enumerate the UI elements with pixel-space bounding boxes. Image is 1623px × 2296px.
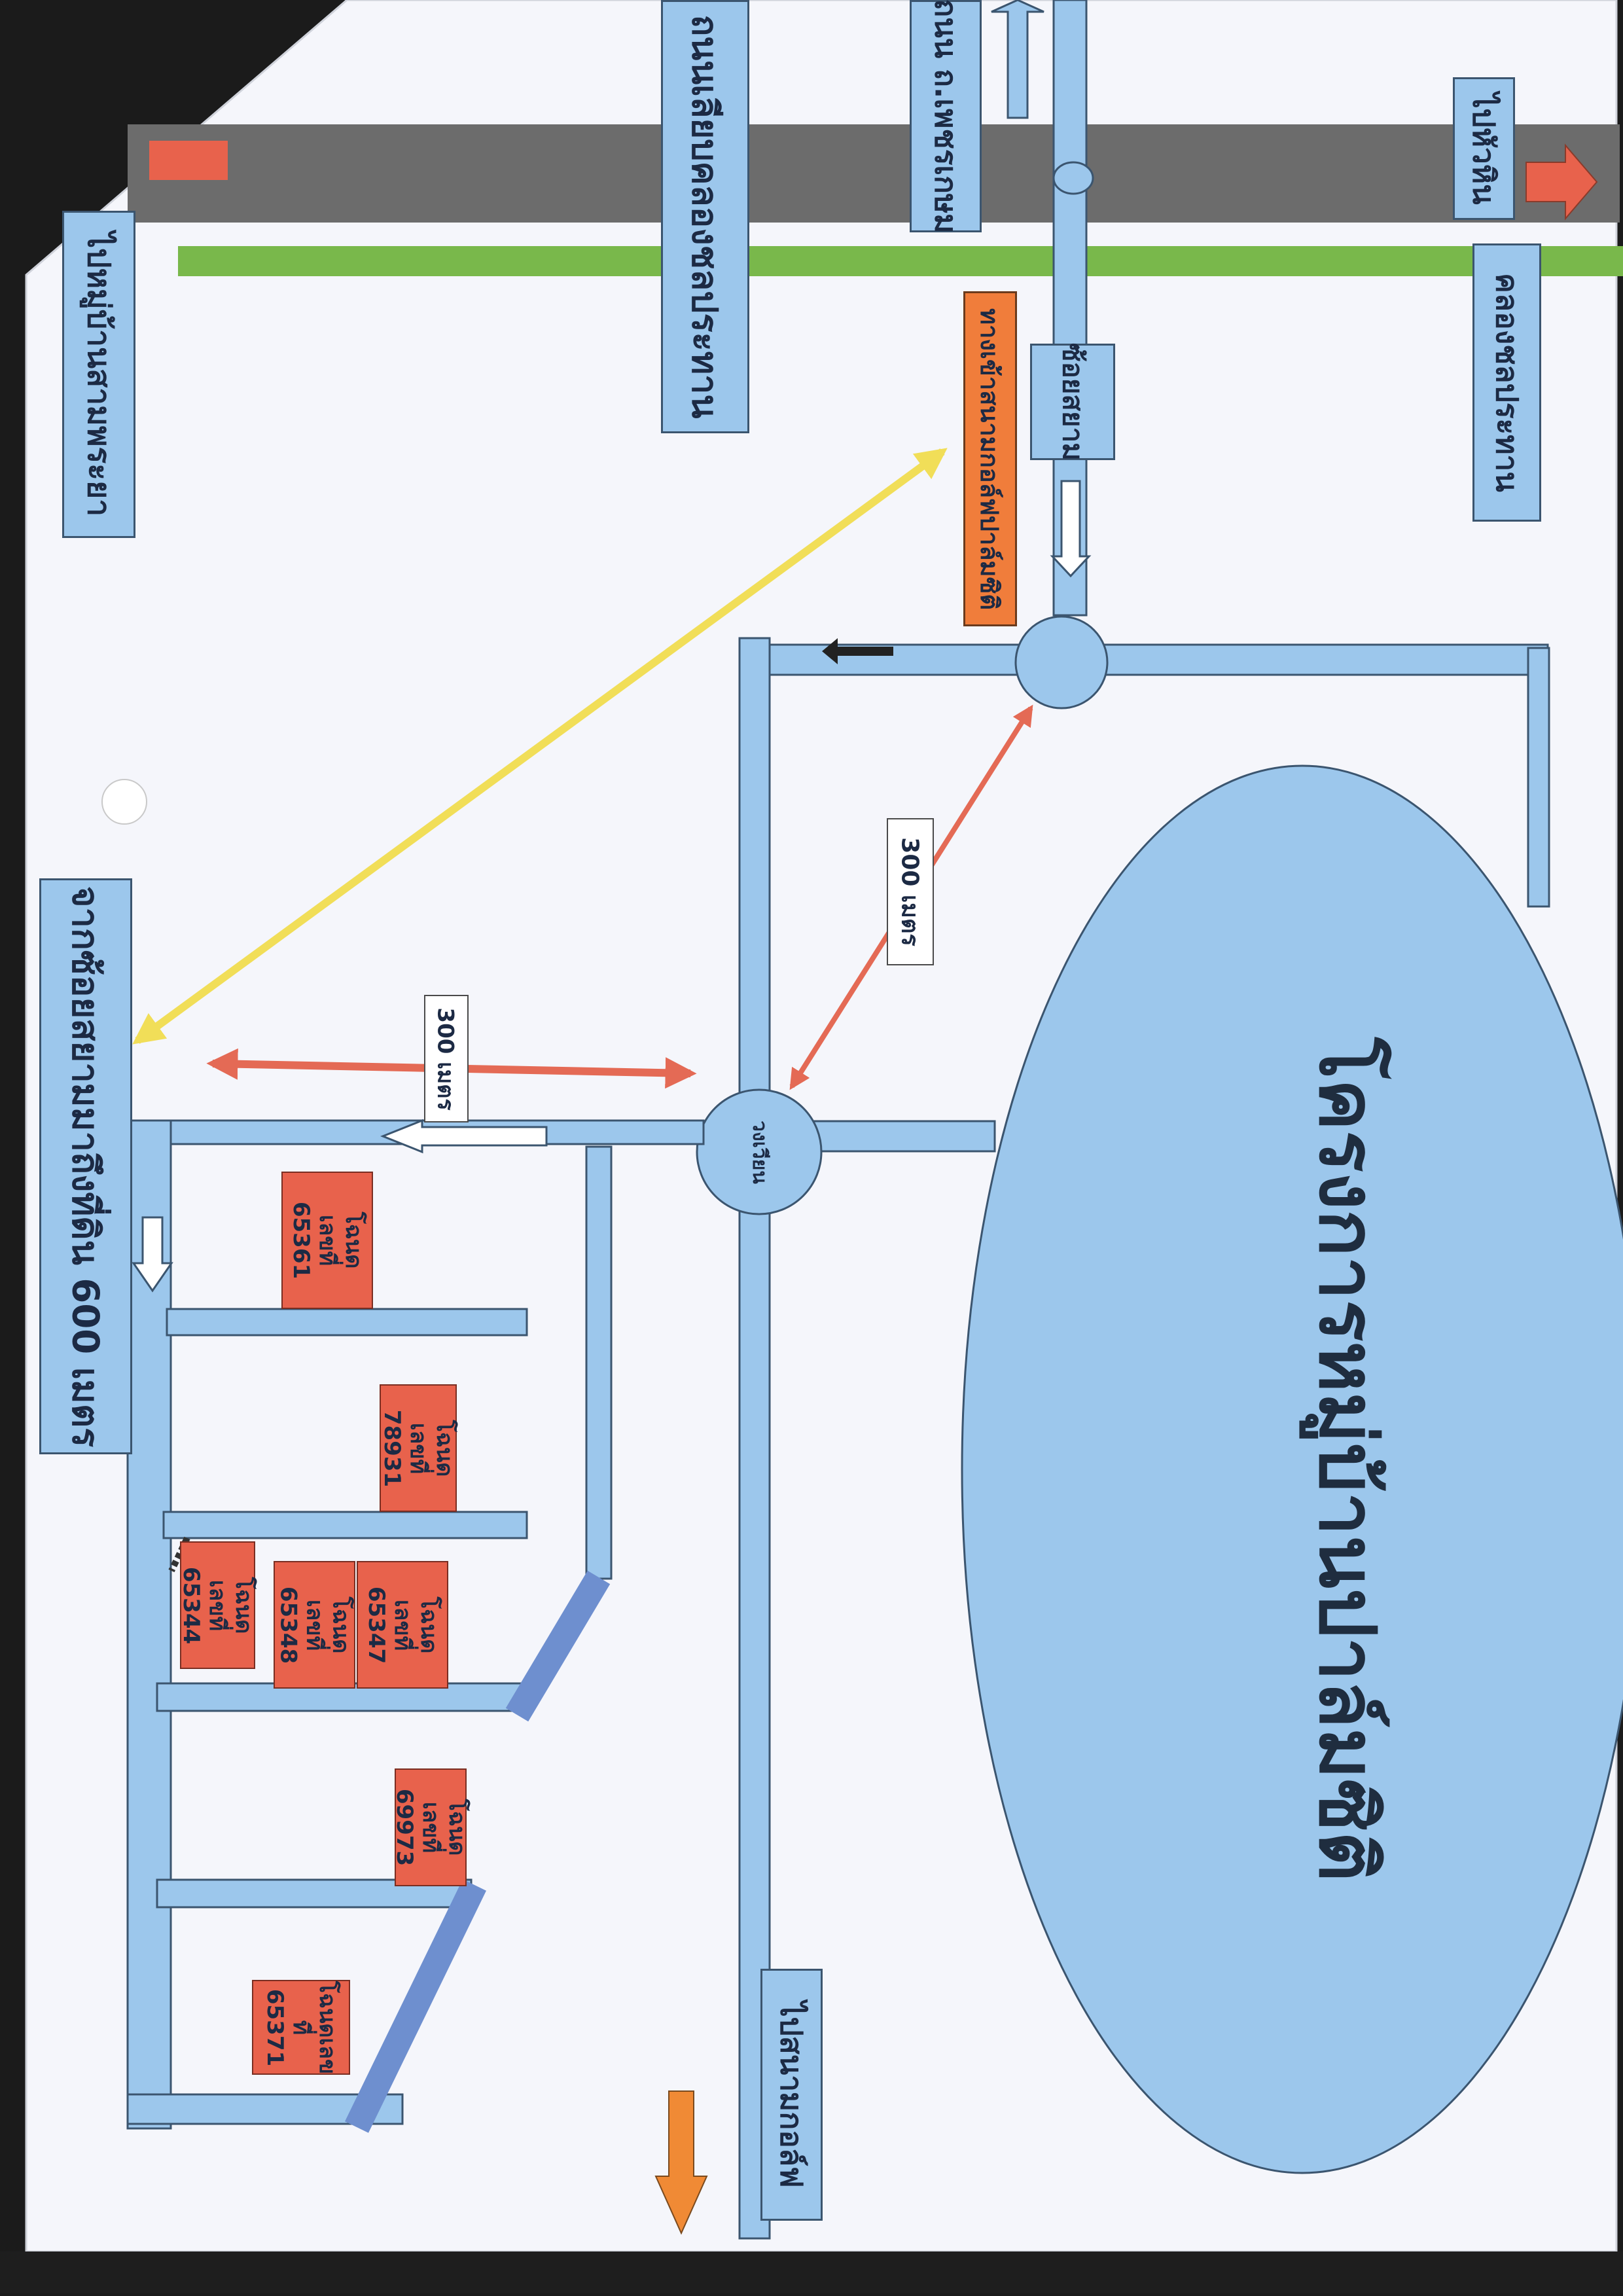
plot-78931-text: โฉนดเลขที่ 78931 xyxy=(379,1409,458,1487)
roundabout-label-text: วงเวียน xyxy=(747,1120,771,1184)
arrow-south-soi-icon xyxy=(1050,480,1092,578)
project-area xyxy=(961,764,1623,2174)
plot-65361-text: โฉนดเลขที่ 65361 xyxy=(288,1201,366,1280)
plot-65344-text: โฉนดเลขที่ 65344 xyxy=(178,1566,257,1644)
golf-entrance-label: ทางเข้าสนามกอล์ฟปาล์มซิติ xyxy=(963,291,1017,626)
arrow-north-outline-icon xyxy=(991,0,1044,119)
plot-69973-text: โฉนดเลขที่ 69973 xyxy=(391,1788,471,1867)
arrow-south-left-icon xyxy=(132,1216,173,1293)
road-top-right-vertical xyxy=(1527,647,1550,908)
canal-label-text: คลองชลประทาน xyxy=(1489,273,1525,492)
distance-label-diagonal: 300 เมตร xyxy=(887,818,934,965)
road-roundabout-east xyxy=(807,1120,996,1153)
plot-65371: โฉนดเลขที่ 65371 xyxy=(252,1980,350,2075)
to-hua-hin-label-text: ไปหัวหิน xyxy=(1467,92,1503,205)
golf-entrance-label-text: ทางเข้าสนามกอล์ฟปาล์มซิติ xyxy=(975,308,1005,610)
plot-65371-text: โฉนดเลขที่ 65371 xyxy=(262,1981,340,2074)
arrow-south-orange-icon xyxy=(654,2090,708,2235)
roundabout-label: วงเวียน xyxy=(736,1113,782,1191)
road-khlong-label: ถนนเลียบคลองชลประทาน xyxy=(661,0,749,433)
distance-label-horizontal: 300 เมตร xyxy=(424,995,469,1122)
road-inner-vertical xyxy=(585,1145,613,1580)
plot-65344: โฉนดเลขที่ 65344 xyxy=(178,1541,257,1669)
boundary-dash xyxy=(168,1536,190,1573)
side-street-1 xyxy=(166,1308,528,1336)
diagonal-road-1 xyxy=(505,1570,611,1722)
from-soi-distance-label-text: จากซ้อยสยามมาถึงที่ดิน 600 เมตร xyxy=(63,886,107,1447)
side-street-2 xyxy=(162,1511,528,1539)
to-village-label-text: ไปหมู่บ้านสามพระยา xyxy=(80,232,118,517)
project-title: โครงการหมู่บ้านปาล์มซิติ xyxy=(1139,969,1558,1950)
project-title-text: โครงการหมู่บ้านปาล์มซิติ xyxy=(1302,1037,1393,1882)
punch-hole-top xyxy=(101,779,147,825)
arrow-to-hua-hin-icon xyxy=(1525,143,1598,221)
plot-65361: โฉนดเลขที่ 65361 xyxy=(281,1172,373,1309)
highway-label-text: ถนน ถ.เพชรเกษม xyxy=(928,0,964,234)
highway-label: ถนน ถ.เพชรเกษม xyxy=(910,0,982,234)
soi-label-text: ซ้อยสยาม xyxy=(1057,343,1090,461)
canal-green xyxy=(178,246,1623,276)
scan-margin-bottom xyxy=(0,2251,1623,2293)
plot-65347: โฉนดเลขที่ 65347 xyxy=(357,1561,448,1689)
canal-label: คลองชลประทาน xyxy=(1472,243,1541,522)
plot-65348: โฉนดเลขที่ 65348 xyxy=(274,1561,355,1689)
roundabout-top xyxy=(1014,615,1109,709)
diagonal-road-2 xyxy=(345,1879,486,2133)
highway-u-turn xyxy=(1052,161,1094,195)
arrow-west-outline-icon xyxy=(380,1119,548,1154)
highway-arrow-left xyxy=(149,141,228,180)
roundabout-center xyxy=(696,1088,823,1215)
to-village-label: ไปหมู่บ้านสามพระยา xyxy=(62,211,135,538)
soi-label: ซ้อยสยาม xyxy=(1030,343,1115,461)
from-soi-distance-label: จากซ้อยสยามมาถึงที่ดิน 600 เมตร xyxy=(39,878,132,1454)
to-hua-hin-label: ไปหัวหิน xyxy=(1453,77,1515,220)
plot-69973: โฉนดเลขที่ 69973 xyxy=(391,1768,470,1886)
to-golf-course-label: ไปสนามกอล์ฟ xyxy=(760,1969,823,2221)
distance-label-diagonal-text: 300 เมตร xyxy=(896,837,923,946)
distance-label-horizontal-text: 300 เมตร xyxy=(433,1007,459,1111)
distance-arrow-yellow-icon xyxy=(132,448,948,1045)
plot-65347-text: โฉนดเลขที่ 65347 xyxy=(363,1586,442,1664)
to-golf-course-label-text: ไปสนามกอล์ฟ xyxy=(774,2001,810,2188)
highway-petchkasem xyxy=(128,124,1620,223)
road-left-vertical xyxy=(126,1119,172,2130)
plot-65348-text: โฉนดเลขที่ 65348 xyxy=(275,1586,354,1664)
plot-78931: โฉนดเลขที่ 78931 xyxy=(379,1384,458,1512)
road-khlong-label-text: ถนนเลียบคลองชลประทาน xyxy=(684,14,726,419)
